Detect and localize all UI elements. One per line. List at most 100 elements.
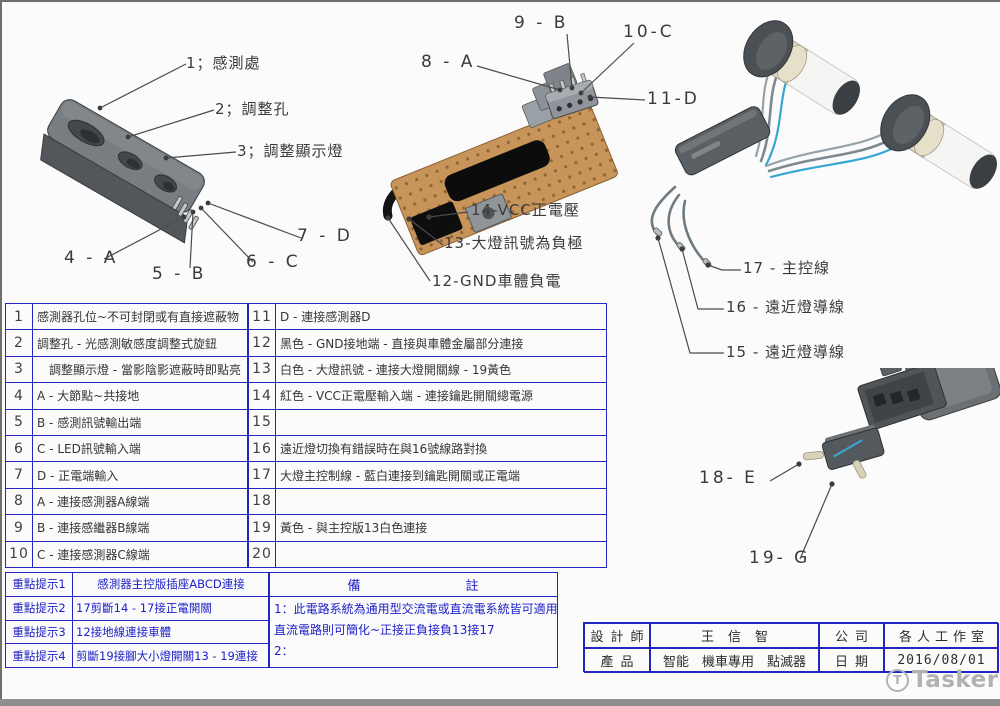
part-number: 7	[5, 461, 33, 489]
callout-6-c: 6 - C	[246, 252, 301, 272]
callout-16-beam-wire: 16 - 遠近燈導線	[726, 298, 846, 316]
plug-connector	[802, 424, 885, 479]
part-desc: A - 連接感測器A線端	[32, 487, 248, 516]
tip-text: 17剪斷14 - 17接正電開關	[72, 595, 270, 621]
date-label: 日期	[819, 648, 884, 673]
part-desc: C - 連接感測器C線端	[32, 540, 248, 568]
table-row: 3 調整顯示燈 - 當影陰影遮蔽時即點亮	[5, 355, 248, 384]
part-number: 1	[5, 302, 33, 331]
tip-label: 重點提示4	[5, 643, 73, 669]
callout-19-g: 19- G	[749, 548, 811, 568]
product-label: 產品	[584, 648, 650, 673]
ic-component	[444, 140, 550, 202]
part-desc: A - 大節點~共接地	[32, 382, 248, 410]
callout-5-b: 5 - B	[152, 264, 207, 284]
tip-text: 感測器主控版插座ABCD連接	[72, 572, 270, 597]
designer-name: 王信智	[650, 623, 819, 648]
part-number: 3	[5, 355, 33, 384]
part-desc	[275, 487, 607, 516]
product-name: 智能 機車專用 點滅器	[650, 648, 819, 673]
bulb-socket-right	[880, 94, 998, 189]
part-desc	[275, 540, 607, 568]
bulb-socket-left	[743, 20, 861, 115]
panel-connector	[857, 368, 1000, 431]
tip-text: 12接地線連接車體	[72, 619, 270, 645]
part-desc: 紅色 - VCC正電壓輸入端 - 連接鑰匙開關總電源	[275, 382, 607, 410]
page-top-border	[0, 0, 1000, 2]
part-number: 8	[5, 487, 33, 516]
part-desc: 調整孔 - 光感測敏感度調整式旋鈕	[32, 329, 248, 357]
part-number: 4	[5, 382, 33, 410]
part-desc: D - 正電端輸入	[32, 461, 248, 489]
part-desc: C - LED訊號輸入端	[32, 434, 248, 463]
circuit-board-illustration	[382, 63, 618, 256]
part-number: 10	[5, 540, 33, 568]
part-desc: 白色 - 大燈訊號 - 連接大燈開關線 - 19黃色	[275, 355, 607, 384]
callout-12-gnd: 12-GND車體負電	[432, 272, 562, 290]
callout-11-d: 11-D	[647, 89, 700, 109]
page-bottom-bar	[0, 699, 1000, 706]
part-desc: D - 連接感測器D	[275, 302, 607, 331]
callout-3-indicator-led: 3；調整顯示燈	[237, 142, 344, 160]
table-row: 15	[248, 408, 607, 436]
tip-label: 重點提示3	[5, 619, 73, 645]
notes-body: 1：此電路系統為通用型交流電或直流電系統皆可適用 直流電路則可簡化~正接正負接負…	[269, 597, 558, 664]
designer-label: 設計師	[584, 623, 650, 648]
note-line: 1：此電路系統為通用型交流電或直流電系統皆可適用	[274, 602, 558, 616]
title-block: 設計師 王信智 公司 各人工作室 產品 智能 機車專用 點滅器 日期 2016/…	[583, 622, 999, 673]
tip-label: 重點提示1	[5, 572, 73, 597]
notes-header: 備 註	[269, 573, 557, 597]
part-desc: 黃色 - 與主控版13白色連接	[275, 514, 607, 542]
part-number: 20	[248, 540, 276, 568]
company-name: 各人工作室	[884, 623, 999, 648]
part-desc: 調整顯示燈 - 當影陰影遮蔽時即點亮	[32, 355, 248, 384]
part-number: 5	[5, 408, 33, 436]
table-row: 18	[248, 487, 607, 516]
part-desc: B - 連接感繼器B線端	[32, 514, 248, 542]
page-left-border	[0, 0, 2, 700]
part-number: 17	[248, 461, 276, 489]
part-number: 14	[248, 382, 276, 410]
date-value: 2016/08/01	[884, 648, 999, 673]
tip-label: 重點提示2	[5, 595, 73, 621]
watermark-text: Tasker	[912, 667, 999, 693]
callout-1-sensing-area: 1；感測處	[186, 54, 261, 72]
part-number: 19	[248, 514, 276, 542]
part-number: 18	[248, 487, 276, 516]
callout-4-a: 4 - A	[64, 248, 119, 268]
notes-title-left: 備	[347, 579, 361, 594]
callout-8-a: 8 - A	[421, 52, 476, 72]
tasker-logo-icon: T	[886, 668, 909, 692]
note-line: 2：	[274, 644, 294, 658]
control-box	[674, 106, 771, 176]
part-number: 15	[248, 408, 276, 436]
wire-terminals	[653, 227, 712, 268]
tip-text: 剪斷19接腳大小燈開關13 - 19連接	[72, 643, 270, 669]
callout-13-headlight-signal: 13-大燈訊號為負極	[444, 234, 584, 252]
callout-17-main-control-wire: 17 - 主控線	[743, 259, 831, 277]
part-number: 16	[248, 434, 276, 463]
table-row: 20	[248, 540, 607, 568]
callout-18-e: 18- E	[699, 468, 758, 488]
part-number: 11	[248, 302, 276, 331]
part-number: 6	[5, 434, 33, 463]
callout-2-adjust-hole: 2；調整孔	[215, 100, 290, 118]
connector-illustration	[802, 368, 1000, 479]
